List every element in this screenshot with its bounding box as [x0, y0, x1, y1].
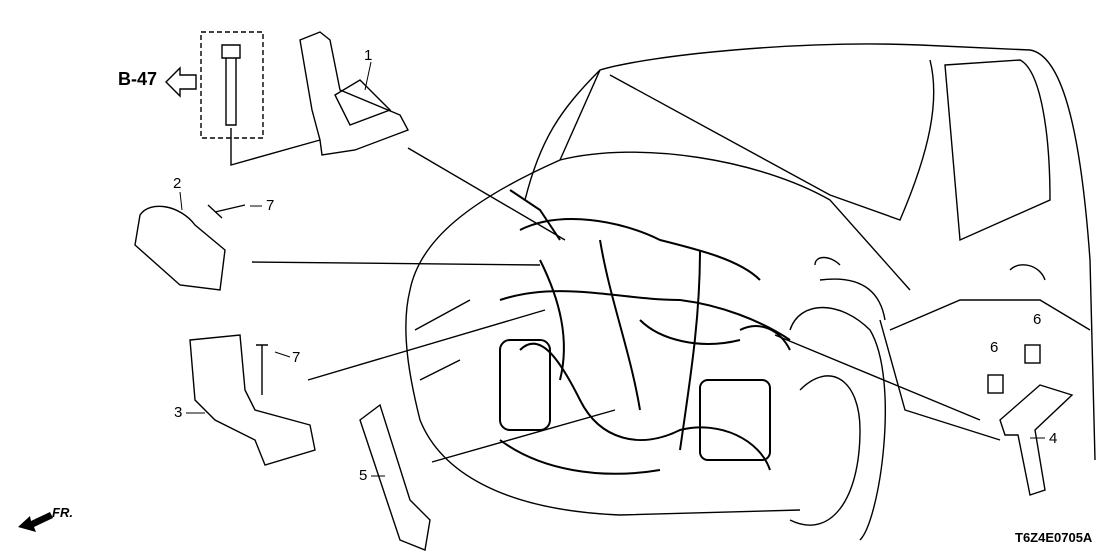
- arrow-left-outline-icon: [165, 66, 197, 98]
- diagram-code: T6Z4E0705A: [1015, 530, 1093, 545]
- part-2-bracket: [134, 204, 541, 291]
- callout-7a: 7: [266, 197, 275, 214]
- part-5-bracket: [359, 403, 616, 551]
- part-4-bracket: [774, 334, 1074, 496]
- callout-2: 2: [173, 175, 182, 192]
- part-1-bracket: [200, 31, 566, 241]
- part-3-bracket: [189, 309, 546, 466]
- callout-4: 4: [1049, 430, 1058, 447]
- callout-6a: 6: [990, 339, 999, 356]
- leader-lines: [179, 61, 1045, 477]
- callout-3: 3: [174, 404, 183, 421]
- vehicle-outline: [405, 43, 1096, 541]
- callout-7b: 7: [292, 349, 301, 366]
- engine-wiring-harness: [499, 189, 791, 475]
- callout-5: 5: [359, 467, 368, 484]
- front-direction-label: FR.: [52, 505, 73, 520]
- callout-1: 1: [364, 47, 373, 64]
- callout-6b: 6: [1033, 311, 1042, 328]
- front-arrow-icon: [18, 512, 53, 532]
- reference-label[interactable]: B-47: [118, 69, 158, 89]
